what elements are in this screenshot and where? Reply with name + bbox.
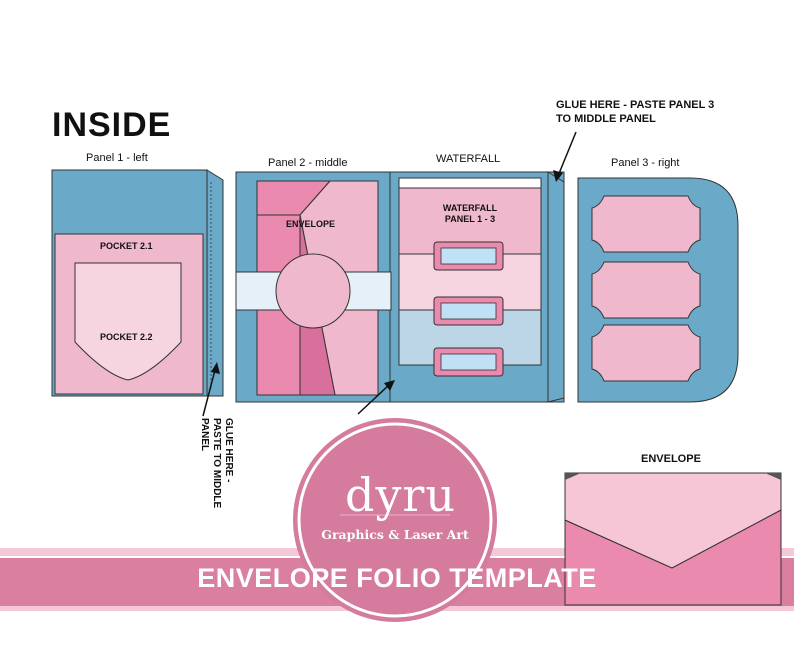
page-heading: INSIDE: [52, 106, 172, 144]
envelope-bottom-label: ENVELOPE: [641, 453, 701, 465]
arrow-glue-side: [202, 362, 220, 417]
logo-tagline: Graphics & Laser Art: [321, 527, 469, 542]
logo-circle: [293, 418, 497, 622]
panel-3-label: Panel 3 - right: [611, 157, 680, 169]
pocket-2-2: [74, 262, 182, 381]
arrow-glue-top: [553, 131, 577, 182]
glue-note-side-line-1: GLUE HERE -: [223, 418, 234, 483]
glue-note-top: GLUE HERE - PASTE PANEL 3 TO MIDDLE PANE…: [556, 98, 714, 126]
panel-1-label: Panel 1 - left: [86, 152, 148, 164]
glue-note-top-line-1: GLUE HERE - PASTE PANEL 3: [556, 99, 715, 111]
glue-note-side: GLUE HERE - PASTE TO MIDDLE PANEL: [176, 418, 236, 514]
logo-text: dyru: [345, 468, 457, 522]
panel-3-right: [577, 177, 739, 403]
envelope-inner-label: ENVELOPE: [286, 219, 336, 229]
panel-2-label: Panel 2 - middle: [268, 157, 348, 169]
pocket-2-2-label: POCKET 2.2: [100, 332, 153, 342]
envelope-bottom: [564, 472, 782, 606]
banner-title: ENVELOPE FOLIO TEMPLATE: [197, 563, 597, 593]
waterfall-stack: [398, 177, 542, 377]
glue-note-top-line-2: TO MIDDLE PANEL: [556, 113, 656, 125]
waterfall-panel-label: WATERFALL PANEL 1 - 3: [442, 203, 498, 224]
belly-band: [235, 253, 392, 329]
arrow-glue-middle: [357, 380, 395, 415]
pocket-2-1-label: POCKET 2.1: [100, 241, 153, 251]
waterfall-label: WATERFALL: [436, 153, 501, 165]
glue-note-side-line-2: PASTE TO MIDDLE: [211, 418, 222, 509]
glue-note-side-line-3: PANEL: [199, 418, 210, 452]
